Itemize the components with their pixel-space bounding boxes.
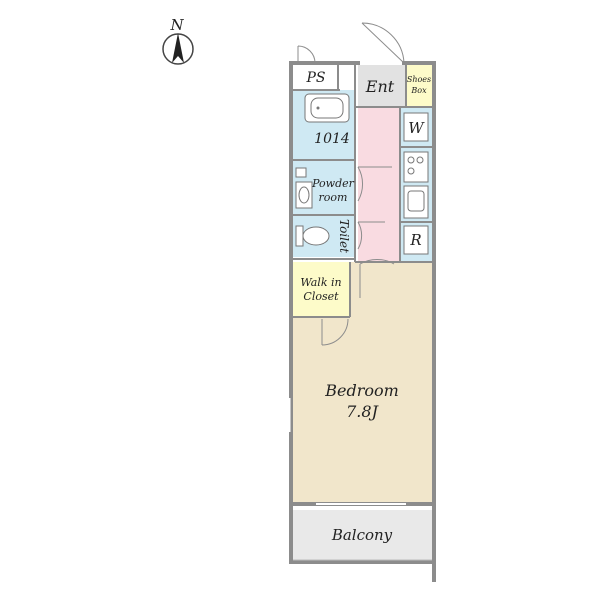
walk-in-closet-label-2: Closet bbox=[303, 290, 339, 303]
ps-room bbox=[293, 65, 338, 90]
powder-room-label-2: room bbox=[319, 191, 348, 204]
compass-north-label: N bbox=[169, 16, 184, 34]
shoes-box-label-1: Shoes bbox=[407, 75, 431, 84]
powder-room-label-1: Powder bbox=[311, 177, 355, 190]
stove-icon bbox=[403, 151, 429, 183]
washer-label: W bbox=[408, 119, 425, 137]
fridge-label: R bbox=[409, 231, 421, 249]
doors bbox=[297, 22, 405, 346]
entrance-door bbox=[361, 22, 405, 64]
compass-needle-icon bbox=[172, 33, 184, 63]
bathroom-label: 1014 bbox=[314, 131, 350, 147]
washer-box bbox=[403, 112, 429, 142]
washbasin-icon bbox=[295, 167, 313, 209]
entrance-label: Ent bbox=[365, 77, 395, 96]
toilet-icon bbox=[295, 225, 330, 247]
walk-in-closet-label-1: Walk in bbox=[300, 276, 341, 289]
fridge-box bbox=[403, 225, 429, 255]
walk-in-closet-top bbox=[293, 262, 350, 317]
compass: N bbox=[162, 16, 194, 65]
bathtub-icon bbox=[304, 93, 350, 123]
interior-walls bbox=[291, 63, 434, 318]
walls bbox=[289, 61, 436, 582]
shoes-box bbox=[406, 65, 432, 107]
bedroom-door bbox=[359, 258, 395, 298]
ps-door bbox=[297, 45, 316, 64]
ps-label: PS bbox=[305, 70, 325, 86]
balcony bbox=[293, 510, 432, 560]
sink-icon bbox=[403, 185, 429, 219]
powder-room-door bbox=[357, 166, 392, 202]
toilet-label: Toilet bbox=[337, 219, 351, 253]
bedroom-size-label: 7.8J bbox=[346, 402, 379, 421]
balcony-label: Balcony bbox=[331, 526, 393, 544]
entrance-area bbox=[358, 65, 406, 107]
shoes-box-label-2: Box bbox=[410, 86, 427, 95]
hallway bbox=[358, 107, 400, 262]
bedroom-label: Bedroom bbox=[324, 381, 399, 400]
closet-door bbox=[321, 318, 349, 346]
toilet-door bbox=[357, 221, 385, 250]
